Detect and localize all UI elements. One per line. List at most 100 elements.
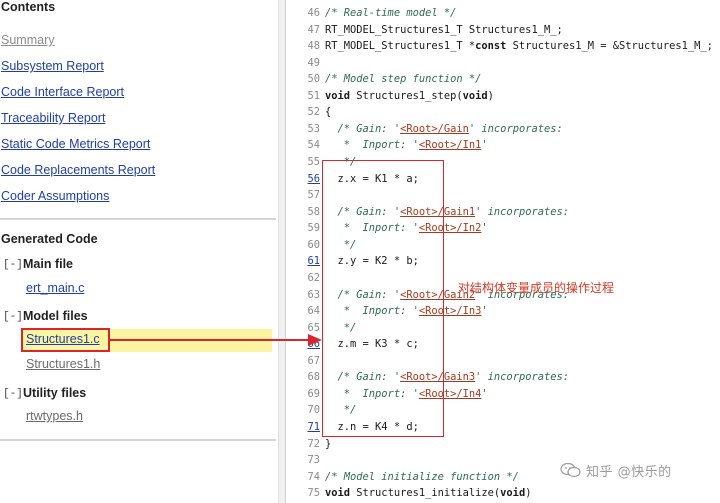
nav-link-code-replacements-report[interactable]: Code Replacements Report (1, 163, 156, 177)
file-link-structures1-c[interactable]: Structures1.c (26, 332, 100, 346)
code-token: ) (525, 487, 532, 500)
group-label-main-file: Main file (23, 257, 74, 271)
line-number-link[interactable]: 56 (307, 172, 320, 185)
file-link-structures1-h[interactable]: Structures1.h (26, 357, 101, 371)
code-token: void (462, 89, 488, 102)
code-token: z.n = K4 * d; (325, 421, 419, 433)
line-number: 75 (307, 487, 320, 500)
line-number: 67 (307, 354, 320, 367)
code-token: Structures1_step( (350, 89, 463, 102)
code-text: /* Model step function */ (325, 71, 481, 87)
block-trace-link[interactable]: <Root>/In4 (418, 387, 482, 400)
line-number: 48 (307, 40, 320, 53)
code-text: RT_MODEL_Structures1_T *const Structures… (325, 38, 713, 54)
nav-link-static-code-metrics-report[interactable]: Static Code Metrics Report (1, 137, 151, 151)
section-divider (0, 439, 276, 441)
code-token: ' incorporates: (475, 371, 569, 384)
code-text: */ (325, 402, 357, 418)
code-token: /* Real-time model */ (325, 7, 457, 19)
contents-heading: Contents (1, 0, 56, 14)
code-token: /* Gain: ' (325, 288, 401, 301)
code-token: RT_MODEL_Structures1_T Structures1_M_; (325, 23, 563, 36)
block-trace-link[interactable]: <Root>/In3 (418, 305, 482, 318)
block-trace-link[interactable]: <Root>/In1 (418, 139, 482, 152)
annotation-label: 对结构体变量成员的操作过程 (458, 281, 615, 295)
collapse-utility-files-toggle[interactable]: [-] (3, 388, 23, 400)
code-token: */ (325, 404, 357, 417)
nav-link-code-interface-report[interactable]: Code Interface Report (1, 85, 124, 99)
line-number: 54 (307, 139, 320, 152)
block-trace-link[interactable]: <Root>/Gain2 (400, 288, 476, 301)
line-number: 55 (307, 156, 320, 169)
line-number-link[interactable]: 61 (307, 255, 320, 268)
struct-member-code-callout-box (322, 160, 444, 437)
line-number: 60 (307, 238, 320, 251)
nav-link-summary[interactable]: Summary (1, 33, 55, 47)
file-link-ert-main-c[interactable]: ert_main.c (26, 281, 85, 295)
code-token: /* Model initialize function */ (325, 470, 519, 483)
selected-file-callout-box (21, 328, 110, 352)
block-trace-link[interactable]: <Root>/Gain3 (400, 371, 476, 384)
block-trace-link[interactable]: <Root>/Gain (400, 122, 469, 135)
navigation-scrollbar[interactable] (278, 0, 286, 503)
line-number: 73 (307, 454, 320, 467)
code-token: Structures1_M = &Structures1_M_; (506, 40, 713, 53)
code-token: ) (487, 89, 494, 102)
code-token: /* Model step function */ (325, 73, 482, 86)
code-text: * Inport: '<Root>/In4' (325, 386, 488, 402)
group-label-utility-files: Utility files (23, 386, 87, 400)
code-token: ' incorporates: (468, 122, 563, 135)
code-text: void Structures1_initialize(void) (325, 485, 531, 501)
code-token: void (325, 487, 351, 500)
collapse-main-file-toggle[interactable]: [-] (3, 259, 23, 271)
wechat-logo-icon (560, 462, 581, 478)
file-link-rtwtypes-h[interactable]: rtwtypes.h (26, 409, 83, 423)
line-number: 49 (307, 56, 320, 69)
code-text: */ (325, 237, 357, 253)
line-number-link[interactable]: 66 (307, 338, 320, 351)
line-number: 70 (307, 404, 320, 417)
block-trace-link[interactable]: <Root>/Gain1 (400, 205, 476, 218)
line-number: 59 (307, 222, 320, 235)
code-token: ' (481, 139, 488, 152)
nav-link-subsystem-report[interactable]: Subsystem Report (1, 59, 104, 73)
code-text: z.m = K3 * c; (325, 336, 419, 352)
line-number: 62 (307, 271, 320, 284)
code-text: /* Real-time model */ (325, 5, 456, 21)
code-text: } (325, 436, 331, 452)
line-number: 74 (307, 470, 320, 483)
line-number: 53 (307, 122, 320, 135)
code-token: Structures1_initialize( (350, 487, 501, 500)
code-token: z.m = K3 * c; (325, 338, 419, 351)
nav-link-traceability-report[interactable]: Traceability Report (1, 111, 106, 125)
code-token: z.y = K2 * b; (325, 255, 419, 268)
code-token: const (475, 40, 507, 53)
code-text: * Inport: '<Root>/In3' (325, 303, 488, 319)
line-number: 46 (307, 7, 320, 19)
line-number: 58 (307, 205, 320, 218)
nav-link-coder-assumptions[interactable]: Coder Assumptions (1, 189, 110, 203)
code-token: { (325, 106, 332, 119)
block-trace-link[interactable]: <Root>/In2 (418, 222, 482, 235)
code-text: void Structures1_step(void) (325, 88, 494, 104)
collapse-model-files-toggle[interactable]: [-] (3, 311, 23, 323)
line-number: 51 (307, 89, 320, 102)
code-text: /* Gain: '<Root>/Gain2' incorporates: (325, 287, 570, 303)
code-token: */ (325, 156, 357, 169)
code-token: ' incorporates: (475, 205, 569, 218)
code-text: * Inport: '<Root>/In1' (325, 137, 488, 153)
code-token: RT_MODEL_Structures1_T * (325, 40, 476, 53)
code-text: { (325, 104, 331, 120)
code-token: void (325, 89, 351, 102)
line-number: 57 (307, 189, 320, 202)
code-token: */ (325, 238, 357, 251)
code-token: } (325, 437, 332, 450)
code-token: /* Gain: ' (325, 122, 401, 135)
code-token: * Inport: ' (325, 387, 419, 400)
line-number: 47 (307, 23, 320, 36)
line-number-link[interactable]: 71 (307, 421, 320, 433)
code-token: z.x = K1 * a; (325, 172, 419, 185)
code-text: * Inport: '<Root>/In2' (325, 220, 488, 236)
line-number: 64 (307, 305, 320, 318)
